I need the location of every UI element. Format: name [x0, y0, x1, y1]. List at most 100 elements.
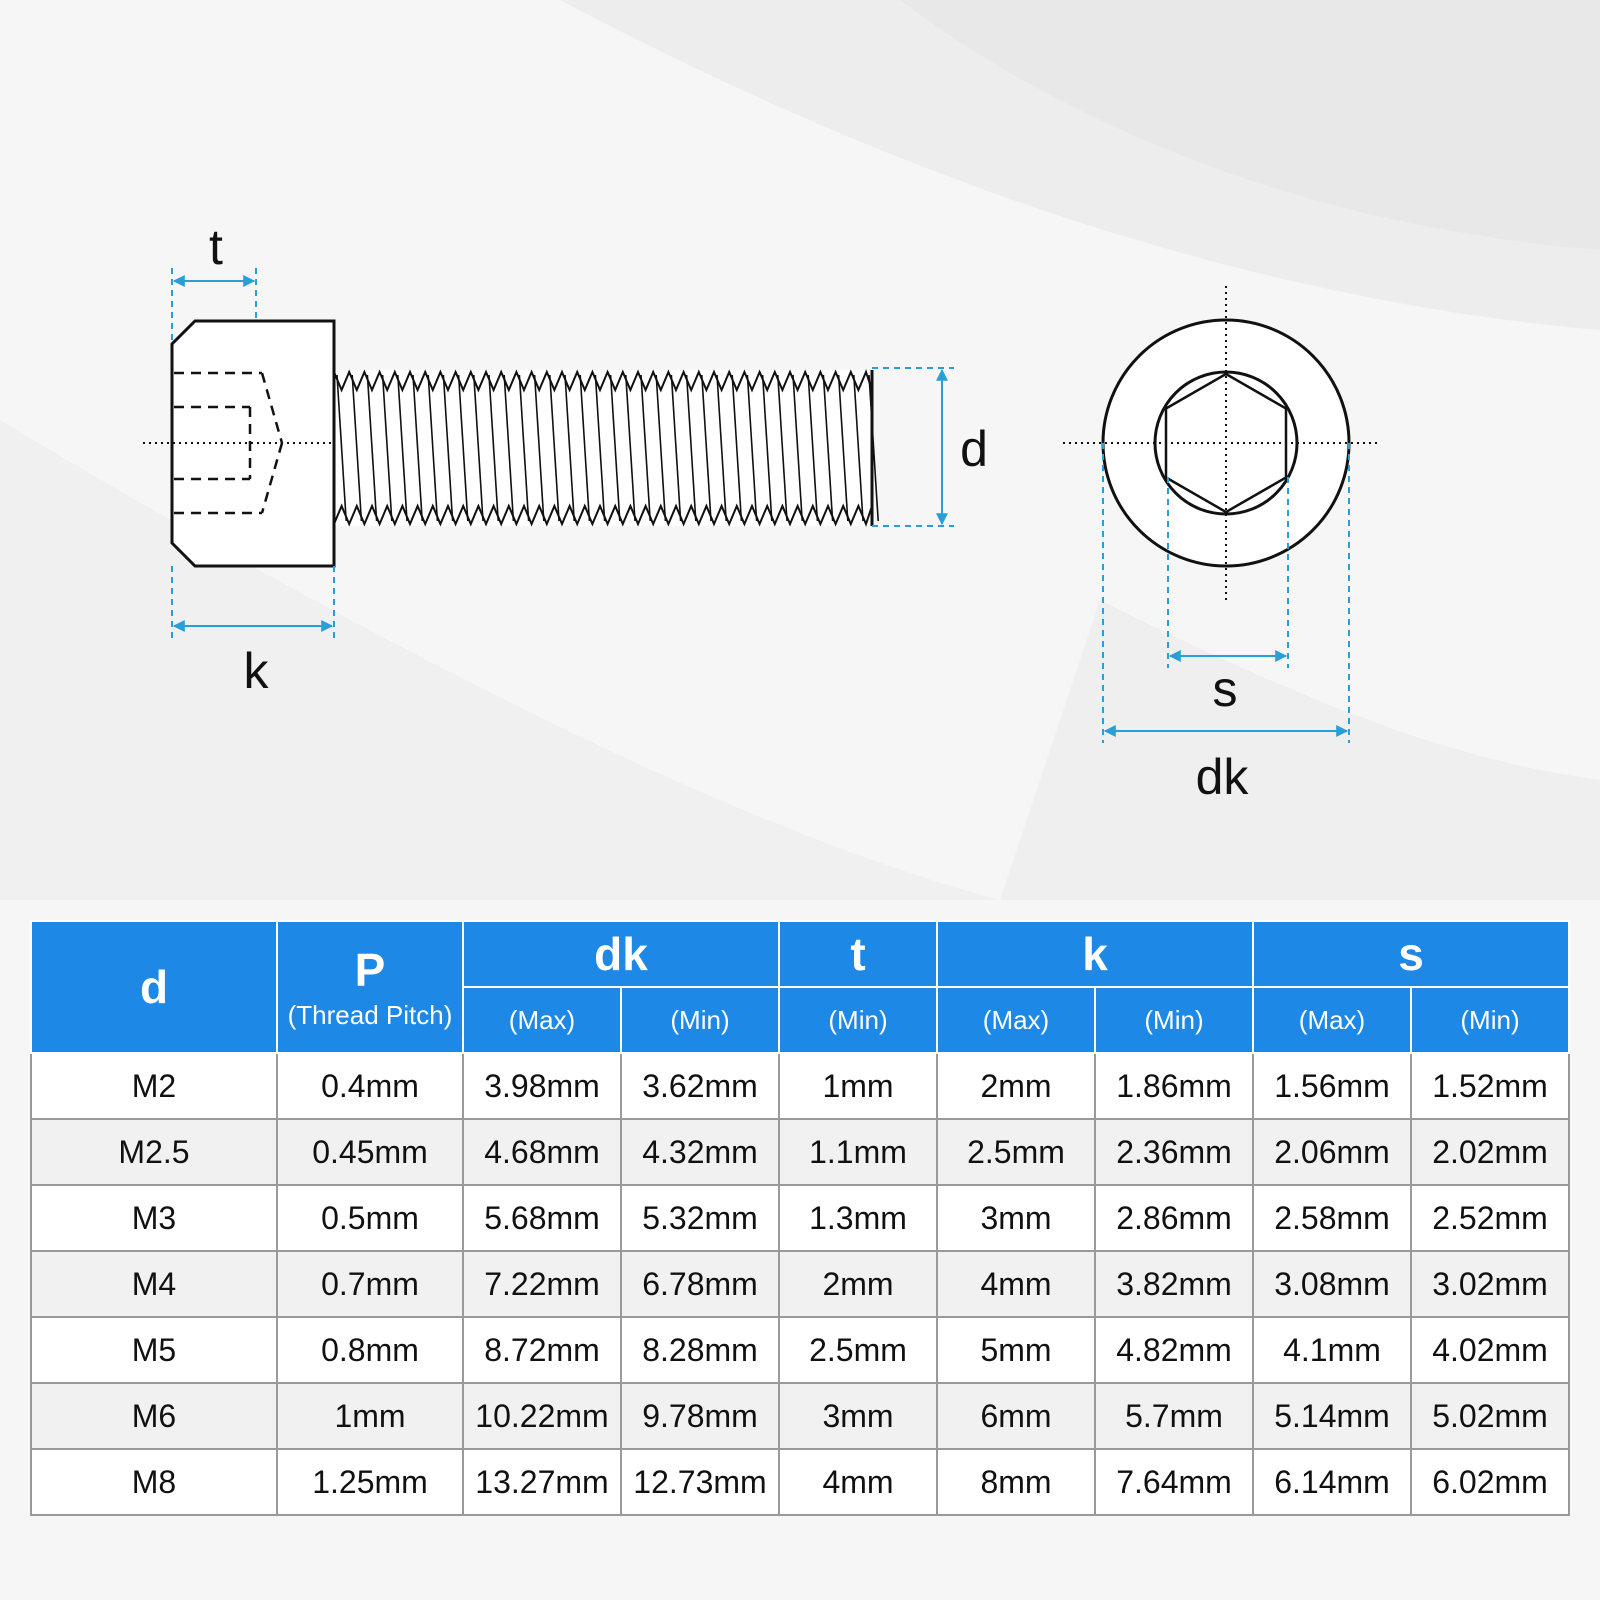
table-cell: 5.68mm: [462, 1184, 622, 1252]
table-cell: 8mm: [936, 1448, 1096, 1516]
table-cell: M2.5: [30, 1118, 278, 1186]
table-cell: 4.68mm: [462, 1118, 622, 1186]
table-cell: 9.78mm: [620, 1382, 780, 1450]
table-cell: M3: [30, 1184, 278, 1252]
table-cell: 1.86mm: [1094, 1052, 1254, 1120]
table-cell: 2.86mm: [1094, 1184, 1254, 1252]
label-s: s: [1212, 661, 1238, 717]
table-cell: M2: [30, 1052, 278, 1120]
table-cell: 2.5mm: [778, 1316, 938, 1384]
subheader-dk-min: (Min): [620, 986, 780, 1054]
subheader-s-min: (Min): [1410, 986, 1570, 1054]
header-k: k: [936, 920, 1254, 988]
table-cell: 2.06mm: [1252, 1118, 1412, 1186]
table-cell: 3.08mm: [1252, 1250, 1412, 1318]
table-cell: 0.5mm: [276, 1184, 464, 1252]
table-cell: 2.5mm: [936, 1118, 1096, 1186]
table-cell: 0.45mm: [276, 1118, 464, 1186]
header-d: d: [30, 920, 278, 1054]
table-cell: M4: [30, 1250, 278, 1318]
table-cell: 4.32mm: [620, 1118, 780, 1186]
subheader-dk-max: (Max): [462, 986, 622, 1054]
subheader-t-min: (Min): [778, 986, 938, 1054]
header-s: s: [1252, 920, 1570, 988]
subheader-s-max: (Max): [1252, 986, 1412, 1054]
table-cell: 4.1mm: [1252, 1316, 1412, 1384]
table-cell: 2.36mm: [1094, 1118, 1254, 1186]
header-p-label: P: [354, 943, 386, 996]
table-cell: 5.14mm: [1252, 1382, 1412, 1450]
k-dimension: [171, 566, 335, 638]
screw-dimension-diagram: [143, 268, 1380, 743]
header-p-sublabel: (Thread Pitch): [287, 999, 453, 1030]
table-cell: 4.82mm: [1094, 1316, 1254, 1384]
table-cell: 5.7mm: [1094, 1382, 1254, 1450]
table-cell: 8.28mm: [620, 1316, 780, 1384]
table-cell: 1.1mm: [778, 1118, 938, 1186]
table-cell: 5mm: [936, 1316, 1096, 1384]
subheader-k-max: (Max): [936, 986, 1096, 1054]
dimension-table: d P (Thread Pitch) dk t k s (Max) (Min) …: [30, 920, 1570, 1516]
table-cell: 5.02mm: [1410, 1382, 1570, 1450]
table-cell: 1.3mm: [778, 1184, 938, 1252]
table-cell: 1mm: [276, 1382, 464, 1450]
table-cell: 2.58mm: [1252, 1184, 1412, 1252]
table-cell: 4.02mm: [1410, 1316, 1570, 1384]
table-cell: 7.64mm: [1094, 1448, 1254, 1516]
threaded-shank: [332, 369, 879, 527]
table-cell: 1.56mm: [1252, 1052, 1412, 1120]
table-cell: 1.25mm: [276, 1448, 464, 1516]
label-t: t: [209, 219, 223, 275]
table-cell: 5.32mm: [620, 1184, 780, 1252]
table-cell: 3mm: [778, 1382, 938, 1450]
center-lines-top: [1063, 286, 1380, 600]
table-cell: 3.02mm: [1410, 1250, 1570, 1318]
table-cell: 13.27mm: [462, 1448, 622, 1516]
subheader-k-min: (Min): [1094, 986, 1254, 1054]
table-cell: 2mm: [936, 1052, 1096, 1120]
table-cell: M5: [30, 1316, 278, 1384]
table-cell: 4mm: [778, 1448, 938, 1516]
table-cell: 12.73mm: [620, 1448, 780, 1516]
table-cell: 1mm: [778, 1052, 938, 1120]
table-cell: 3mm: [936, 1184, 1096, 1252]
label-k: k: [243, 643, 269, 699]
table-cell: 6.78mm: [620, 1250, 780, 1318]
table-cell: 8.72mm: [462, 1316, 622, 1384]
header-p: P (Thread Pitch): [276, 920, 464, 1054]
table-cell: 3.62mm: [620, 1052, 780, 1120]
table-cell: 10.22mm: [462, 1382, 622, 1450]
table-cell: 2.52mm: [1410, 1184, 1570, 1252]
label-dk: dk: [1195, 749, 1249, 805]
table-cell: 0.7mm: [276, 1250, 464, 1318]
table-cell: 1.52mm: [1410, 1052, 1570, 1120]
d-dimension: [872, 367, 954, 527]
t-dimension: [171, 268, 257, 344]
table-cell: 0.4mm: [276, 1052, 464, 1120]
table-cell: 7.22mm: [462, 1250, 622, 1318]
table-cell: 3.82mm: [1094, 1250, 1254, 1318]
table-cell: 4mm: [936, 1250, 1096, 1318]
table-cell: 6.14mm: [1252, 1448, 1412, 1516]
table-cell: 6.02mm: [1410, 1448, 1570, 1516]
s-dimension: [1167, 477, 1289, 668]
label-d: d: [960, 421, 988, 477]
table-cell: 6mm: [936, 1382, 1096, 1450]
table-cell: 0.8mm: [276, 1316, 464, 1384]
table-cell: M6: [30, 1382, 278, 1450]
header-t: t: [778, 920, 938, 988]
dk-dimension: [1102, 443, 1350, 743]
table-cell: M8: [30, 1448, 278, 1516]
table-cell: 2.02mm: [1410, 1118, 1570, 1186]
header-dk: dk: [462, 920, 780, 988]
table-cell: 2mm: [778, 1250, 938, 1318]
table-cell: 3.98mm: [462, 1052, 622, 1120]
